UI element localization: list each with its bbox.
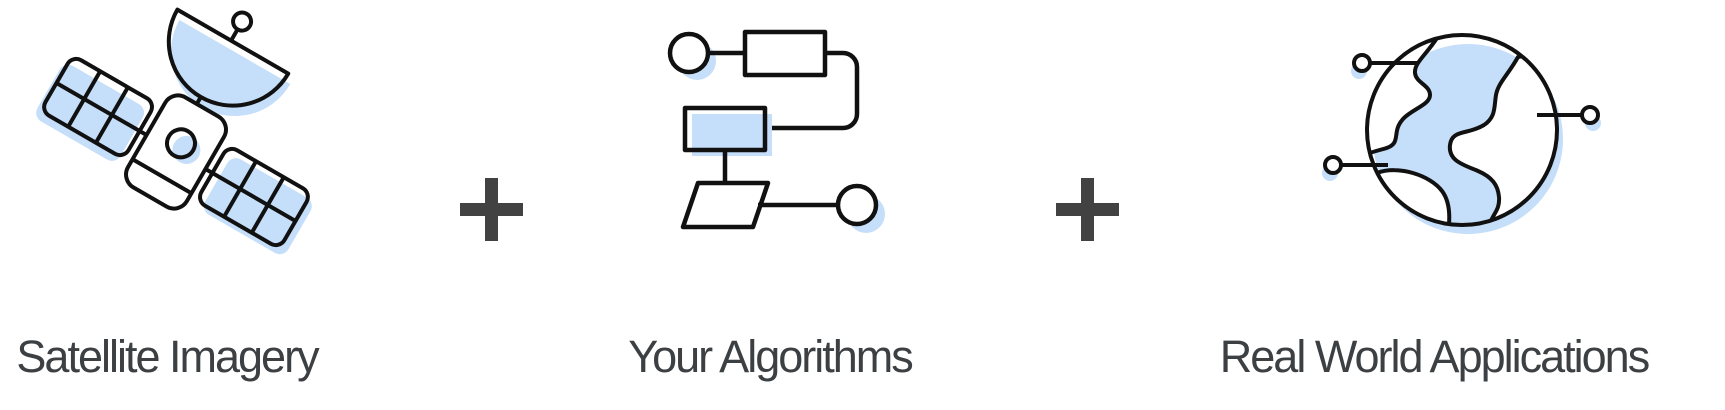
flowchart-icon xyxy=(667,29,885,233)
caption-your-algorithms: Your Algorithms xyxy=(628,331,914,382)
porthole xyxy=(165,127,197,160)
pin-right xyxy=(1537,105,1601,131)
dish-antenna-icon xyxy=(166,7,291,117)
process-box-1 xyxy=(742,29,828,78)
satellite-icon xyxy=(36,7,312,255)
solar-panel-left xyxy=(36,56,154,161)
caption-real-world-applications: Real World Applications xyxy=(1219,331,1650,382)
pin-top-left xyxy=(1351,53,1417,79)
start-node xyxy=(667,31,711,75)
globe-outline xyxy=(1365,33,1559,227)
pin-bottom-left xyxy=(1322,155,1388,181)
solar-panel-right xyxy=(198,146,312,255)
plus-icon xyxy=(460,178,523,241)
continent-southwest xyxy=(1367,168,1452,225)
io-parallelogram xyxy=(680,180,771,230)
plus-vbar xyxy=(1081,178,1094,241)
end-node xyxy=(835,183,879,227)
plus-vbar xyxy=(485,178,498,241)
plus-icon xyxy=(1056,178,1119,241)
connector-elbow xyxy=(765,50,860,131)
globe-icon xyxy=(1322,33,1601,234)
caption-satellite-imagery: Satellite Imagery xyxy=(16,331,319,382)
